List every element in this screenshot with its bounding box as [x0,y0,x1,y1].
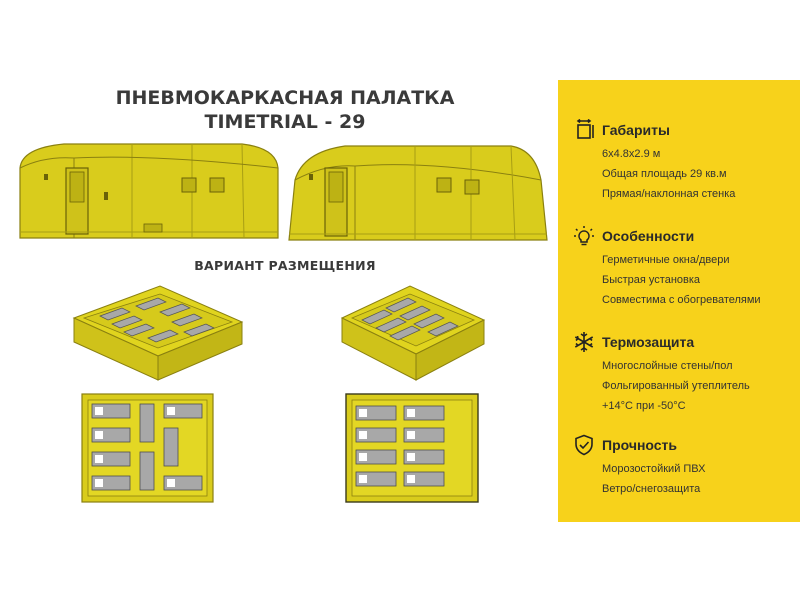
feature-line: Быстрая установка [602,274,701,286]
feature-line: Общая площадь 29 кв.м [602,168,727,180]
feature-title: Габариты [602,122,670,138]
feature-line: Морозостойкий ПВХ [602,463,706,475]
feature-line: Многослойные стены/пол [602,360,733,372]
feature-durability: Прочность Морозостойкий ПВХ Ветро/снегоз… [572,433,800,499]
feature-title: Термозащита [602,334,695,350]
floor-plan-left-illustration [81,393,214,503]
title-line-1: ПНЕВМОКАРКАСНАЯ ПАЛАТКА [115,87,455,109]
isometric-layout-left-illustration [72,285,244,381]
feature-line: Фольгированный утеплитель [602,380,750,392]
feature-line: +14°С при -50°С [602,400,686,412]
title-line-2: TIMETRIAL - 29 [204,111,366,133]
lightbulb-icon [572,224,596,248]
feature-characteristics: Особенности Герметичные окна/двери Быстр… [572,224,800,310]
feature-line: Прямая/наклонная стенка [602,188,736,200]
feature-dimensions: Габариты 6x4.8x2.9 м Общая площадь 29 кв… [572,118,800,204]
feature-line: Совместима с обогревателями [602,294,761,306]
floor-plan-right-illustration [345,393,479,503]
page-title: ПНЕВМОКАРКАСНАЯ ПАЛАТКА TIMETRIAL - 29 [0,86,570,134]
isometric-layout-right-illustration [340,285,486,381]
feature-line: Герметичные окна/двери [602,254,730,266]
shield-check-icon [572,433,596,457]
feature-line: Ветро/снегозащита [602,483,701,495]
feature-title: Прочность [602,437,678,453]
tent-inclined-wall-illustration [288,145,548,241]
snowflake-icon [572,330,596,354]
dimensions-icon [572,118,596,142]
feature-thermal-protection: Термозащита Многослойные стены/пол Фольг… [572,330,800,416]
features-panel: Габариты 6x4.8x2.9 м Общая площадь 29 кв… [558,80,800,522]
tent-straight-wall-illustration [19,143,279,239]
feature-title: Особенности [602,228,695,244]
feature-line: 6x4.8x2.9 м [602,148,661,160]
layout-variant-heading: ВАРИАНТ РАЗМЕЩЕНИЯ [194,258,376,273]
